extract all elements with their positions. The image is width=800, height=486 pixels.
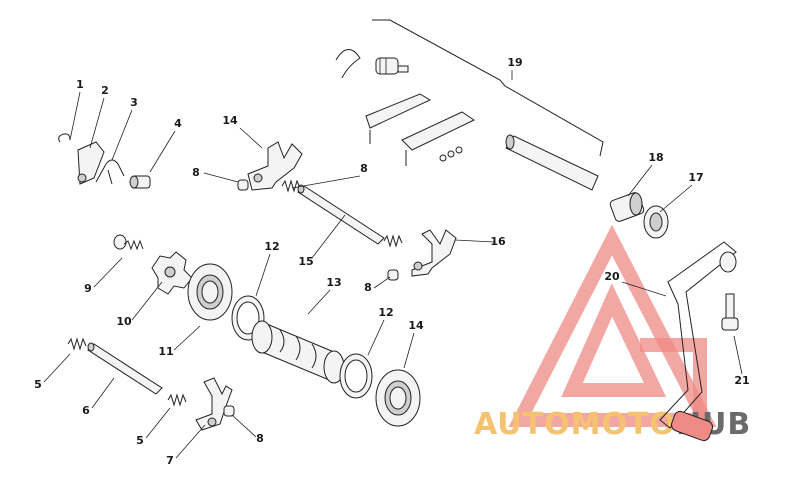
callout-leader-14 xyxy=(403,332,415,369)
part-12-shim-a-hole xyxy=(236,301,260,335)
callout-leader-5 xyxy=(43,353,71,383)
callout-leader-12 xyxy=(255,253,271,297)
watermark-g-shape xyxy=(640,338,707,425)
callout-leader-10 xyxy=(131,281,163,321)
callout-number-7: 7 xyxy=(166,454,174,467)
callout-number-21: 21 xyxy=(734,374,749,387)
callout-number-9: 9 xyxy=(84,282,92,295)
part-7-fork-pin xyxy=(207,417,217,427)
callout-leader-1 xyxy=(69,91,81,141)
part-4-bolt-head xyxy=(129,175,139,189)
part-15-fork-shaft xyxy=(297,184,385,245)
callout-leader-9 xyxy=(93,257,123,288)
part-8-roller-c xyxy=(223,405,235,417)
callout-number-8: 8 xyxy=(192,166,200,179)
callout-leader-17 xyxy=(659,184,693,213)
group-bracket-19 xyxy=(372,19,604,157)
callout-leader-14 xyxy=(239,127,263,149)
callout-leader-20 xyxy=(621,281,667,297)
callout-leader-13 xyxy=(307,289,331,315)
callout-number-6: 6 xyxy=(82,404,90,417)
part-20-shift-pedal xyxy=(659,241,737,442)
part-6-shaft xyxy=(87,342,163,395)
callout-number-13: 13 xyxy=(326,276,341,289)
part-8-roller-b xyxy=(387,269,399,281)
part-14-fork-upper xyxy=(247,141,303,191)
callout-number-19: 19 xyxy=(507,56,522,69)
callout-number-1: 1 xyxy=(76,78,84,91)
callout-number-5: 5 xyxy=(34,378,42,391)
part-12-shim-b-hole xyxy=(344,359,368,393)
callout-leader-8 xyxy=(291,175,361,189)
callout-number-8: 8 xyxy=(364,281,372,294)
callout-leader-18 xyxy=(627,164,653,197)
callout-leader-8 xyxy=(203,172,239,183)
callout-number-15: 15 xyxy=(298,255,313,268)
watermark-inner-triangle xyxy=(561,283,667,397)
callout-leader-6 xyxy=(91,377,115,409)
part-18-bushing xyxy=(609,192,645,222)
callout-leader-8 xyxy=(231,414,257,438)
callout-number-3: 3 xyxy=(130,96,138,109)
part-17-seal xyxy=(643,205,669,239)
callout-number-17: 17 xyxy=(688,171,703,184)
part-2-roller xyxy=(77,173,87,183)
watermark-outer-triangle xyxy=(508,224,717,427)
part-16-fork xyxy=(411,229,457,277)
part-5-spring-b xyxy=(167,393,187,407)
callout-number-14: 14 xyxy=(408,319,424,332)
part-8-spring-a xyxy=(281,179,301,193)
part-21-screw xyxy=(721,293,739,331)
part-19-shift-shaft xyxy=(505,134,599,191)
part-11-bearing xyxy=(187,263,233,321)
part-14-bearing xyxy=(375,369,421,427)
callout-leader-16 xyxy=(454,239,495,243)
callout-leader-11 xyxy=(173,325,201,351)
callout-number-2: 2 xyxy=(101,84,109,97)
callout-number-11: 11 xyxy=(158,345,173,358)
part-19-plate-lower xyxy=(401,111,476,166)
part-14-fork-pin xyxy=(253,173,263,183)
part-1-clip xyxy=(58,133,71,143)
callout-leader-15 xyxy=(311,214,346,259)
part-5-spring-a xyxy=(67,337,87,351)
part-19-spring xyxy=(335,49,361,79)
part-8-spring-b xyxy=(383,234,403,248)
callout-number-10: 10 xyxy=(116,315,132,328)
callout-number-14: 14 xyxy=(222,114,238,127)
callout-leader-3 xyxy=(111,109,133,161)
watermark-word-automoto: AUTOMOTO xyxy=(474,407,676,442)
callout-number-12: 12 xyxy=(264,240,279,253)
callout-number-16: 16 xyxy=(490,235,506,248)
callout-leader-8 xyxy=(373,276,391,289)
part-3-spring xyxy=(95,159,125,185)
part-19-bolt xyxy=(375,57,409,75)
callout-leader-5 xyxy=(145,407,171,439)
callout-number-8: 8 xyxy=(256,432,264,445)
callout-number-4: 4 xyxy=(174,117,182,130)
callout-leader-7 xyxy=(175,424,206,459)
part-7-fork xyxy=(195,377,233,431)
callout-number-18: 18 xyxy=(648,151,663,164)
callout-number-5: 5 xyxy=(136,434,144,447)
part-19-plate-upper xyxy=(365,93,432,144)
callout-leader-2 xyxy=(89,97,105,149)
watermark-logo: AUTOMOTOHUB xyxy=(474,224,751,442)
callout-number-20: 20 xyxy=(604,270,620,283)
part-10-star-wheel xyxy=(151,251,193,295)
part-8-roller-a xyxy=(237,179,249,191)
part-9-bolt xyxy=(113,234,144,251)
part-16-fork-pin xyxy=(413,261,423,271)
callout-leader-21 xyxy=(733,335,743,375)
callout-leader-12 xyxy=(367,319,385,356)
part-13-shift-drum xyxy=(251,320,345,384)
part-19-washers xyxy=(439,146,463,162)
callout-number-8: 8 xyxy=(360,162,368,175)
callout-number-12: 12 xyxy=(378,306,393,319)
watermark-text: AUTOMOTOHUB xyxy=(474,407,751,442)
callout-leader-4 xyxy=(149,130,176,173)
